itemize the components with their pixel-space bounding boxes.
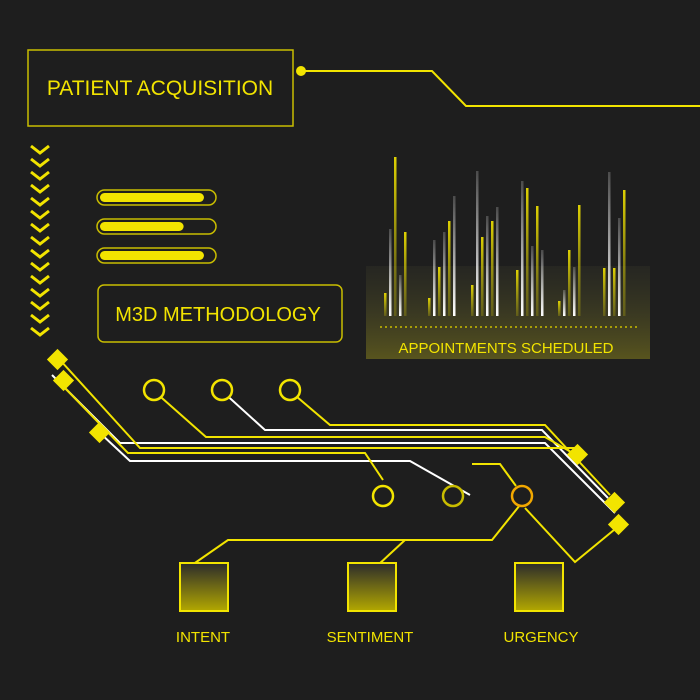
chevron-down-icon [30,300,50,311]
methodology-box: M3D METHODOLOGY [97,284,343,343]
page-title: PATIENT ACQUISITION [47,77,273,100]
progress-bar [96,247,217,264]
appointment-spike [521,181,524,316]
urgency-square [514,562,564,612]
output-squares [179,562,564,612]
appointment-spike [618,218,621,316]
appointment-spike [481,237,484,316]
circle-node-icon [142,378,534,508]
progress-bars [96,189,217,264]
appointments-panel: APPOINTMENTS SCHEDULED [366,266,650,359]
appointment-spike [536,206,539,316]
appointment-spike [491,221,494,316]
appointment-spike [389,229,392,316]
chevron-down-icon [30,157,50,168]
chevron-down-icon [30,235,50,246]
intent-square [179,562,229,612]
chevron-down-icon [30,274,50,285]
chevron-down-icon [30,313,50,324]
chevron-down-icon [30,209,50,220]
chevron-down-icon [30,183,50,194]
chevron-down-icon [30,248,50,259]
appointment-spike [404,232,407,316]
chevron-down-icon [30,170,50,181]
title-connector [296,66,700,107]
methodology-label: M3D METHODOLOGY [115,304,321,326]
appointment-spike [496,207,499,316]
appointment-spike [453,196,456,316]
appointment-spike [573,267,576,316]
chevron-down-icon [30,222,50,233]
output-label-intent: INTENT [176,629,230,646]
appointment-spike [531,246,534,316]
appointment-spike [541,250,544,316]
appointment-spike [448,221,451,316]
appointment-spike [516,270,519,316]
appointment-spike [399,275,402,316]
chevron-down-icon [30,261,50,272]
chevron-column [30,144,50,337]
title-box: PATIENT ACQUISITION [27,49,294,127]
appointment-spike [471,285,474,316]
appointment-spike [578,205,581,316]
appointment-spike [558,301,561,316]
progress-bar [96,189,217,206]
appointment-spike [568,250,571,316]
chevron-down-icon [30,144,50,155]
appointment-spike [476,171,479,316]
progress-bar [96,218,217,235]
appointment-spike [526,188,529,316]
appointment-spike [384,293,387,316]
appointment-spike [623,190,626,316]
appointment-spike [428,298,431,316]
appointment-spike [603,268,606,316]
chevron-down-icon [30,287,50,298]
appointment-spike [443,232,446,316]
sentiment-square [347,562,397,612]
appointment-spike [563,290,566,316]
appointment-spike [608,172,611,316]
chevron-down-icon [30,196,50,207]
output-label-urgency: URGENCY [503,629,578,646]
appointment-spike [433,240,436,316]
output-label-sentiment: SENTIMENT [327,629,414,646]
appointments-label: APPOINTMENTS SCHEDULED [398,340,613,357]
chevron-down-icon [30,326,50,337]
appointment-spike [394,157,397,316]
appointment-spike [486,216,489,316]
appointment-spikes [384,157,626,316]
appointment-spike [613,268,616,316]
appointment-spike [438,267,441,316]
